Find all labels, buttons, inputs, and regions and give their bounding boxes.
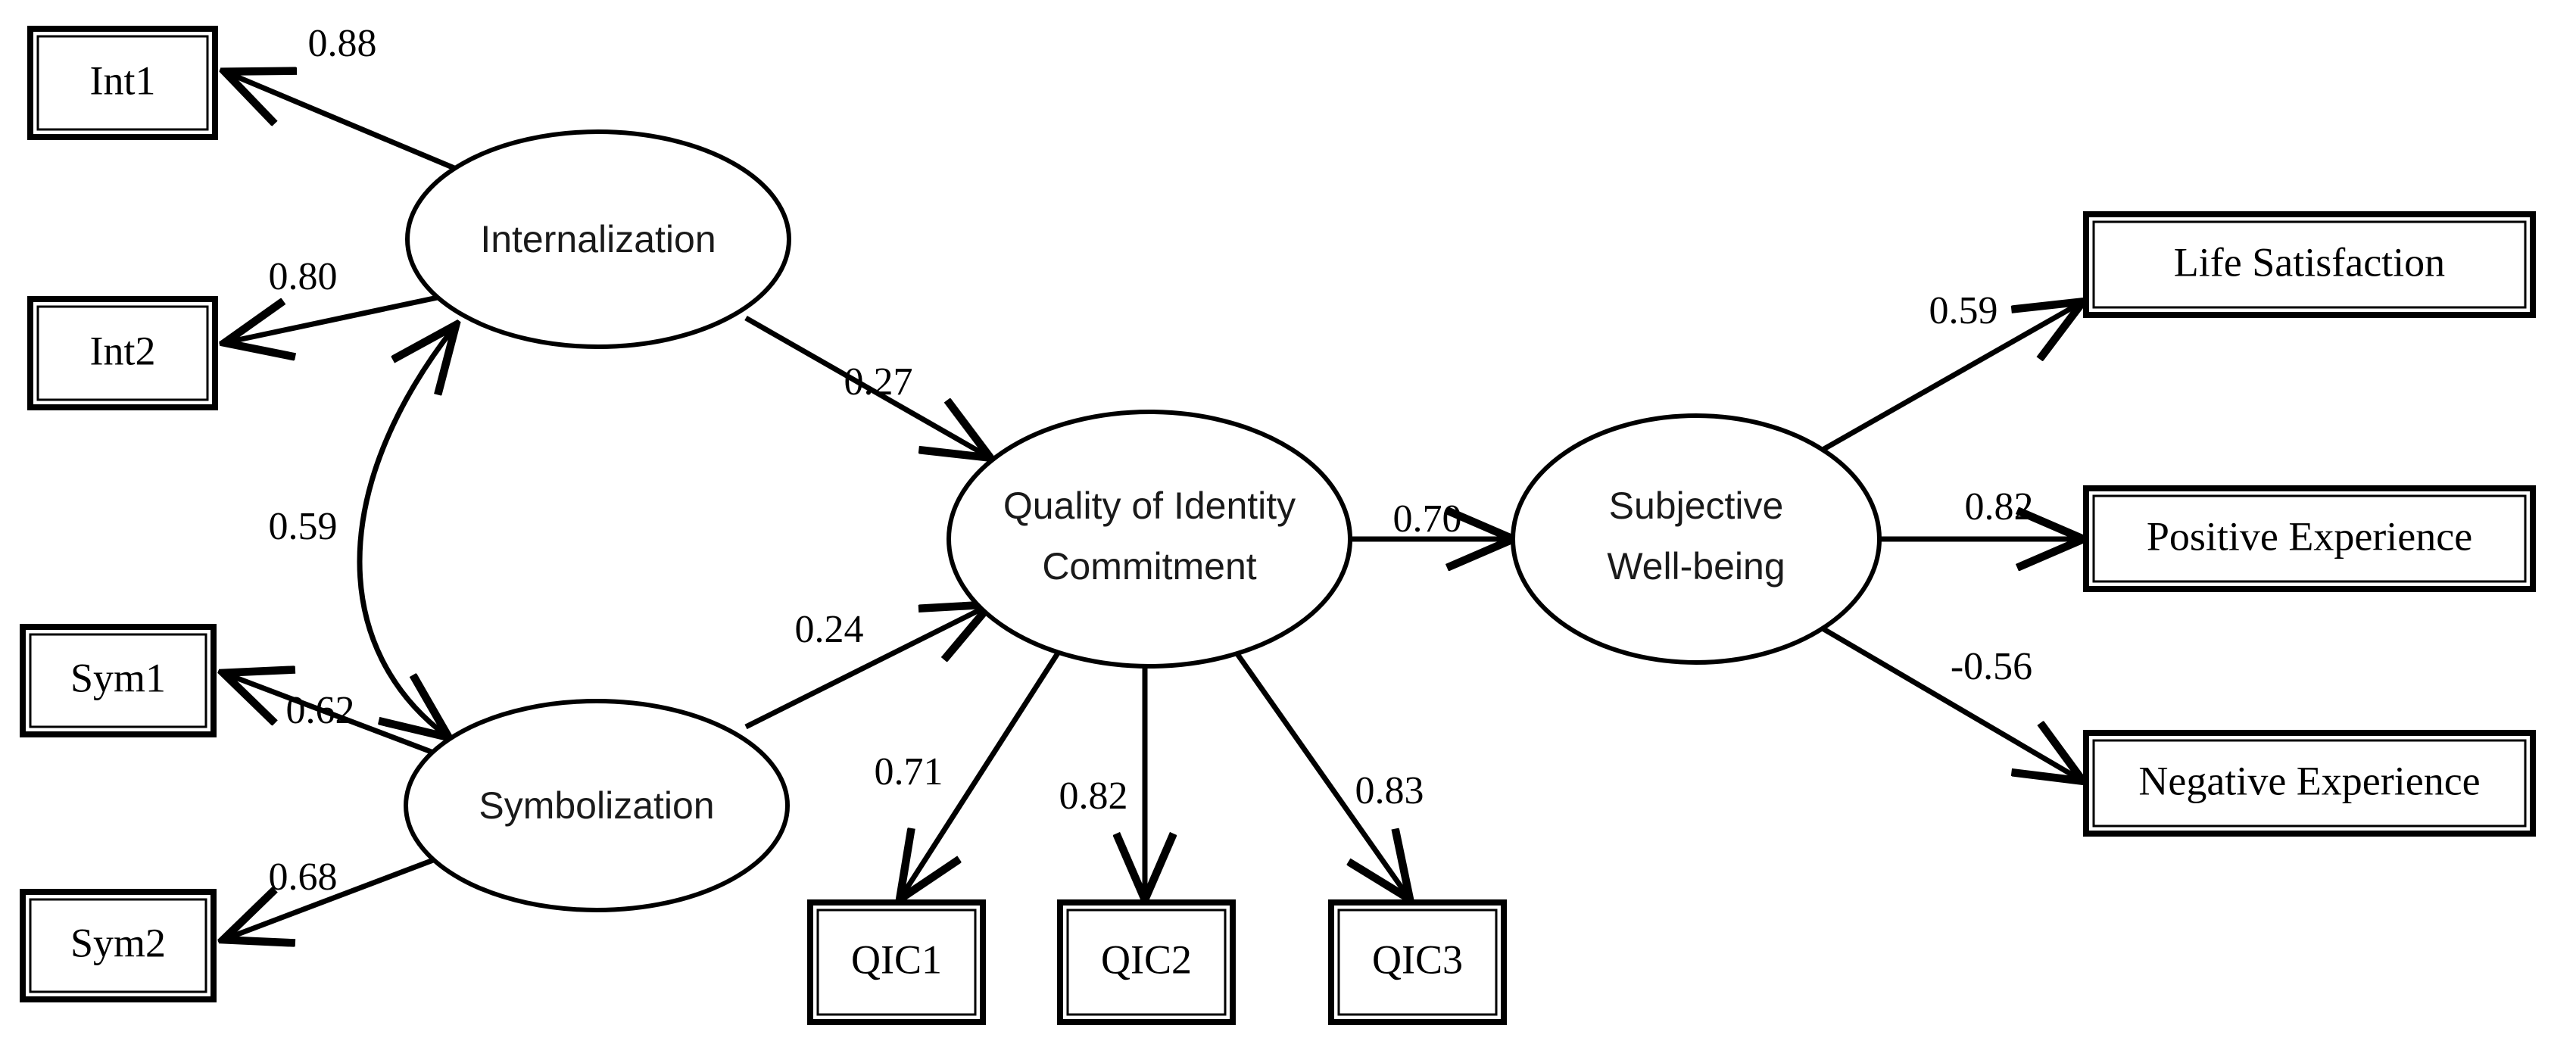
node-box-int2[interactable]: Int2	[27, 296, 218, 410]
node-box-qic1[interactable]: QIC1	[807, 899, 986, 1025]
coefficient-label-swb-ls: 0.59	[1929, 289, 1998, 332]
node-label-int2: Int2	[90, 328, 156, 373]
node-label-qic-line1: Quality of Identity	[1003, 485, 1296, 527]
coefficient-label-swb-ne: -0.56	[1951, 645, 2032, 688]
node-ellipse-swb[interactable]: Subjective Well-being	[1511, 413, 1882, 665]
node-ellipse-symbolization[interactable]: Symbolization	[404, 699, 790, 912]
node-box-qic2[interactable]: QIC2	[1057, 899, 1236, 1025]
node-ellipse-internalization[interactable]: Internalization	[405, 129, 791, 349]
path-symbolization-to-qic	[744, 606, 988, 730]
node-box-life-satisfaction[interactable]: Life Satisfaction	[2083, 211, 2536, 318]
path-edges-layer	[226, 73, 2081, 939]
observed-variable-boxes-layer: Int1 Int2 Sym1 Sym2	[20, 26, 2536, 1025]
coefficient-label-qic-qic3: 0.83	[1355, 769, 1424, 812]
coefficient-label-qic-qic2: 0.82	[1059, 775, 1128, 818]
coefficient-label-int-sym: 0.59	[269, 505, 338, 548]
node-label-swb-line1: Subjective	[1609, 485, 1784, 527]
node-label-qic3: QIC3	[1372, 937, 1463, 982]
node-box-negative-experience[interactable]: Negative Experience	[2083, 730, 2536, 837]
node-label-qic-line2: Commitment	[1042, 545, 1256, 588]
node-label-int1: Int1	[90, 58, 156, 103]
path-internalization-to-int2	[227, 292, 449, 342]
node-label-swb-line2: Well-being	[1607, 545, 1785, 588]
path-symbolization-to-sym2	[226, 853, 447, 939]
path-swb-to-life-satisfaction	[1816, 303, 2081, 456]
coefficient-label-sym-qic: 0.24	[795, 608, 864, 651]
node-label-negative-experience: Negative Experience	[2138, 758, 2480, 803]
node-box-sym2[interactable]: Sym2	[20, 889, 217, 1002]
coefficient-label-swb-pe: 0.82	[1965, 485, 2034, 528]
path-internalization-to-qic	[744, 315, 988, 457]
node-box-qic3[interactable]: QIC3	[1328, 899, 1507, 1025]
node-label-sym2: Sym2	[70, 920, 166, 965]
coefficient-label-qic-swb: 0.70	[1393, 497, 1462, 541]
node-label-symbolization: Symbolization	[479, 784, 714, 827]
coefficient-label-qic-qic1: 0.71	[875, 750, 943, 793]
node-label-life-satisfaction: Life Satisfaction	[2174, 239, 2445, 285]
path-internalization-to-int1	[227, 73, 456, 171]
node-label-positive-experience: Positive Experience	[2147, 513, 2472, 559]
node-label-internalization: Internalization	[480, 218, 716, 260]
path-internalization-symbolization-correlation	[357, 327, 454, 736]
coefficient-labels-layer: 0.88 0.80 0.59 0.62 0.68 0.27 0.24 0.71 …	[269, 22, 2034, 899]
coefficient-label-sym-sym1: 0.62	[286, 689, 355, 732]
node-label-sym1: Sym1	[70, 655, 166, 700]
path-qic-to-qic3	[1232, 647, 1408, 897]
coefficient-label-int-int2: 0.80	[269, 255, 338, 298]
path-qic-to-qic1	[901, 648, 1062, 897]
node-box-sym1[interactable]: Sym1	[20, 624, 217, 737]
node-box-int1[interactable]: Int1	[27, 26, 218, 140]
node-label-qic2: QIC2	[1101, 937, 1192, 982]
node-ellipse-qic[interactable]: Quality of Identity Commitment	[947, 410, 1352, 669]
coefficient-label-sym-sym2: 0.68	[269, 856, 338, 899]
coefficient-label-int-int1: 0.88	[308, 22, 377, 65]
latent-variable-ellipses-layer: Internalization Symbolization Quality of…	[404, 129, 1882, 912]
path-swb-to-negative-experience	[1816, 622, 2081, 780]
coefficient-label-int-qic: 0.27	[844, 360, 913, 404]
node-box-positive-experience[interactable]: Positive Experience	[2083, 485, 2536, 592]
node-label-qic1: QIC1	[851, 937, 942, 982]
